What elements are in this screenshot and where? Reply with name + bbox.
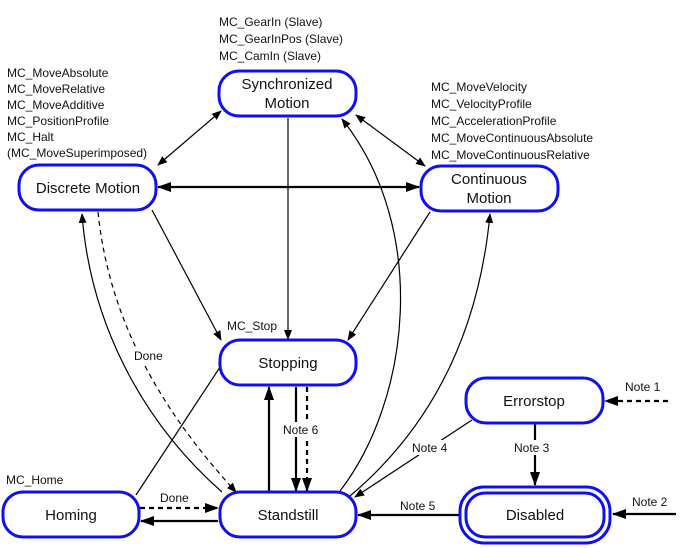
state-errorstop-label: Errorstop bbox=[503, 393, 565, 410]
edge-discrete-standstill-done bbox=[97, 211, 237, 493]
annotation-discrete-0: MC_MoveAbsolute bbox=[7, 66, 109, 80]
state-homing: Homing bbox=[1, 490, 141, 539]
annotation-continuous-4: MC_MoveContinuousRelative bbox=[431, 148, 590, 162]
state-disabled: Disabled bbox=[458, 485, 612, 545]
edge-sync-discrete bbox=[157, 110, 222, 166]
state-synchronized-motion: Synchronized Motion bbox=[217, 69, 358, 118]
state-homing-label: Homing bbox=[45, 507, 97, 524]
state-synchronized-line1: Synchronized bbox=[242, 76, 333, 93]
annotation-discrete-5: (MC_MoveSuperimposed) bbox=[7, 146, 147, 160]
edge-standstill-sync bbox=[339, 118, 402, 492]
state-stopping-label: Stopping bbox=[258, 355, 317, 372]
edge-label-done-discrete: Done bbox=[134, 349, 163, 363]
state-discrete-motion: Discrete Motion bbox=[17, 163, 158, 212]
state-continuous-motion: Continuous Motion bbox=[419, 164, 560, 213]
edge-standstill-continuous bbox=[349, 213, 494, 497]
annotation-sync-0: MC_GearIn (Slave) bbox=[219, 15, 322, 29]
annotation-discrete-4: MC_Halt bbox=[7, 130, 54, 144]
annotation-continuous-0: MC_MoveVelocity bbox=[431, 80, 527, 94]
annotation-continuous-3: MC_MoveContinuousAbsolute bbox=[431, 131, 593, 145]
edge-discrete-stopping bbox=[151, 209, 222, 341]
state-continuous-line1: Continuous bbox=[451, 171, 527, 188]
state-stopping: Stopping bbox=[218, 338, 358, 387]
annotation-synchronized: MC_GearIn (Slave) MC_GearInPos (Slave) M… bbox=[219, 15, 343, 63]
annotation-discrete-3: MC_PositionProfile bbox=[7, 114, 109, 128]
edge-standstill-discrete bbox=[78, 213, 223, 493]
edge-errorstop-standstill bbox=[354, 419, 473, 498]
edge-label-note4: Note 4 bbox=[412, 441, 448, 455]
annotation-sync-1: MC_GearInPos (Slave) bbox=[219, 32, 343, 46]
annotation-discrete-1: MC_MoveRelative bbox=[7, 82, 105, 96]
edge-label-note6: Note 6 bbox=[283, 423, 319, 437]
annotation-discrete: MC_MoveAbsolute MC_MoveRelative MC_MoveA… bbox=[7, 66, 147, 160]
edge-label-note2: Note 2 bbox=[632, 495, 668, 509]
edge-homing-stopping bbox=[135, 357, 227, 496]
edge-label-done-homing: Done bbox=[160, 491, 189, 505]
state-synchronized-line2: Motion bbox=[264, 95, 309, 112]
state-continuous-line2: Motion bbox=[466, 190, 511, 207]
annotation-continuous-2: MC_AccelerationProfile bbox=[431, 114, 557, 128]
annotation-stopping: MC_Stop bbox=[227, 319, 277, 333]
annotation-continuous-1: MC_VelocityProfile bbox=[431, 97, 532, 111]
state-standstill-label: Standstill bbox=[258, 507, 319, 524]
annotation-sync-2: MC_CamIn (Slave) bbox=[219, 49, 321, 63]
state-errorstop: Errorstop bbox=[464, 376, 605, 425]
edge-label-note5: Note 5 bbox=[400, 499, 436, 513]
annotation-discrete-2: MC_MoveAdditive bbox=[7, 98, 105, 112]
edge-label-note3: Note 3 bbox=[514, 441, 550, 455]
edge-sync-continuous bbox=[355, 114, 426, 167]
edge-continuous-stopping bbox=[347, 211, 431, 341]
state-disabled-label: Disabled bbox=[506, 507, 564, 524]
annotation-homing: MC_Home bbox=[6, 473, 64, 487]
state-standstill: Standstill bbox=[218, 490, 358, 539]
state-discrete-label: Discrete Motion bbox=[36, 180, 140, 197]
edge-label-note1: Note 1 bbox=[625, 380, 661, 394]
annotation-continuous: MC_MoveVelocity MC_VelocityProfile MC_Ac… bbox=[431, 80, 593, 162]
